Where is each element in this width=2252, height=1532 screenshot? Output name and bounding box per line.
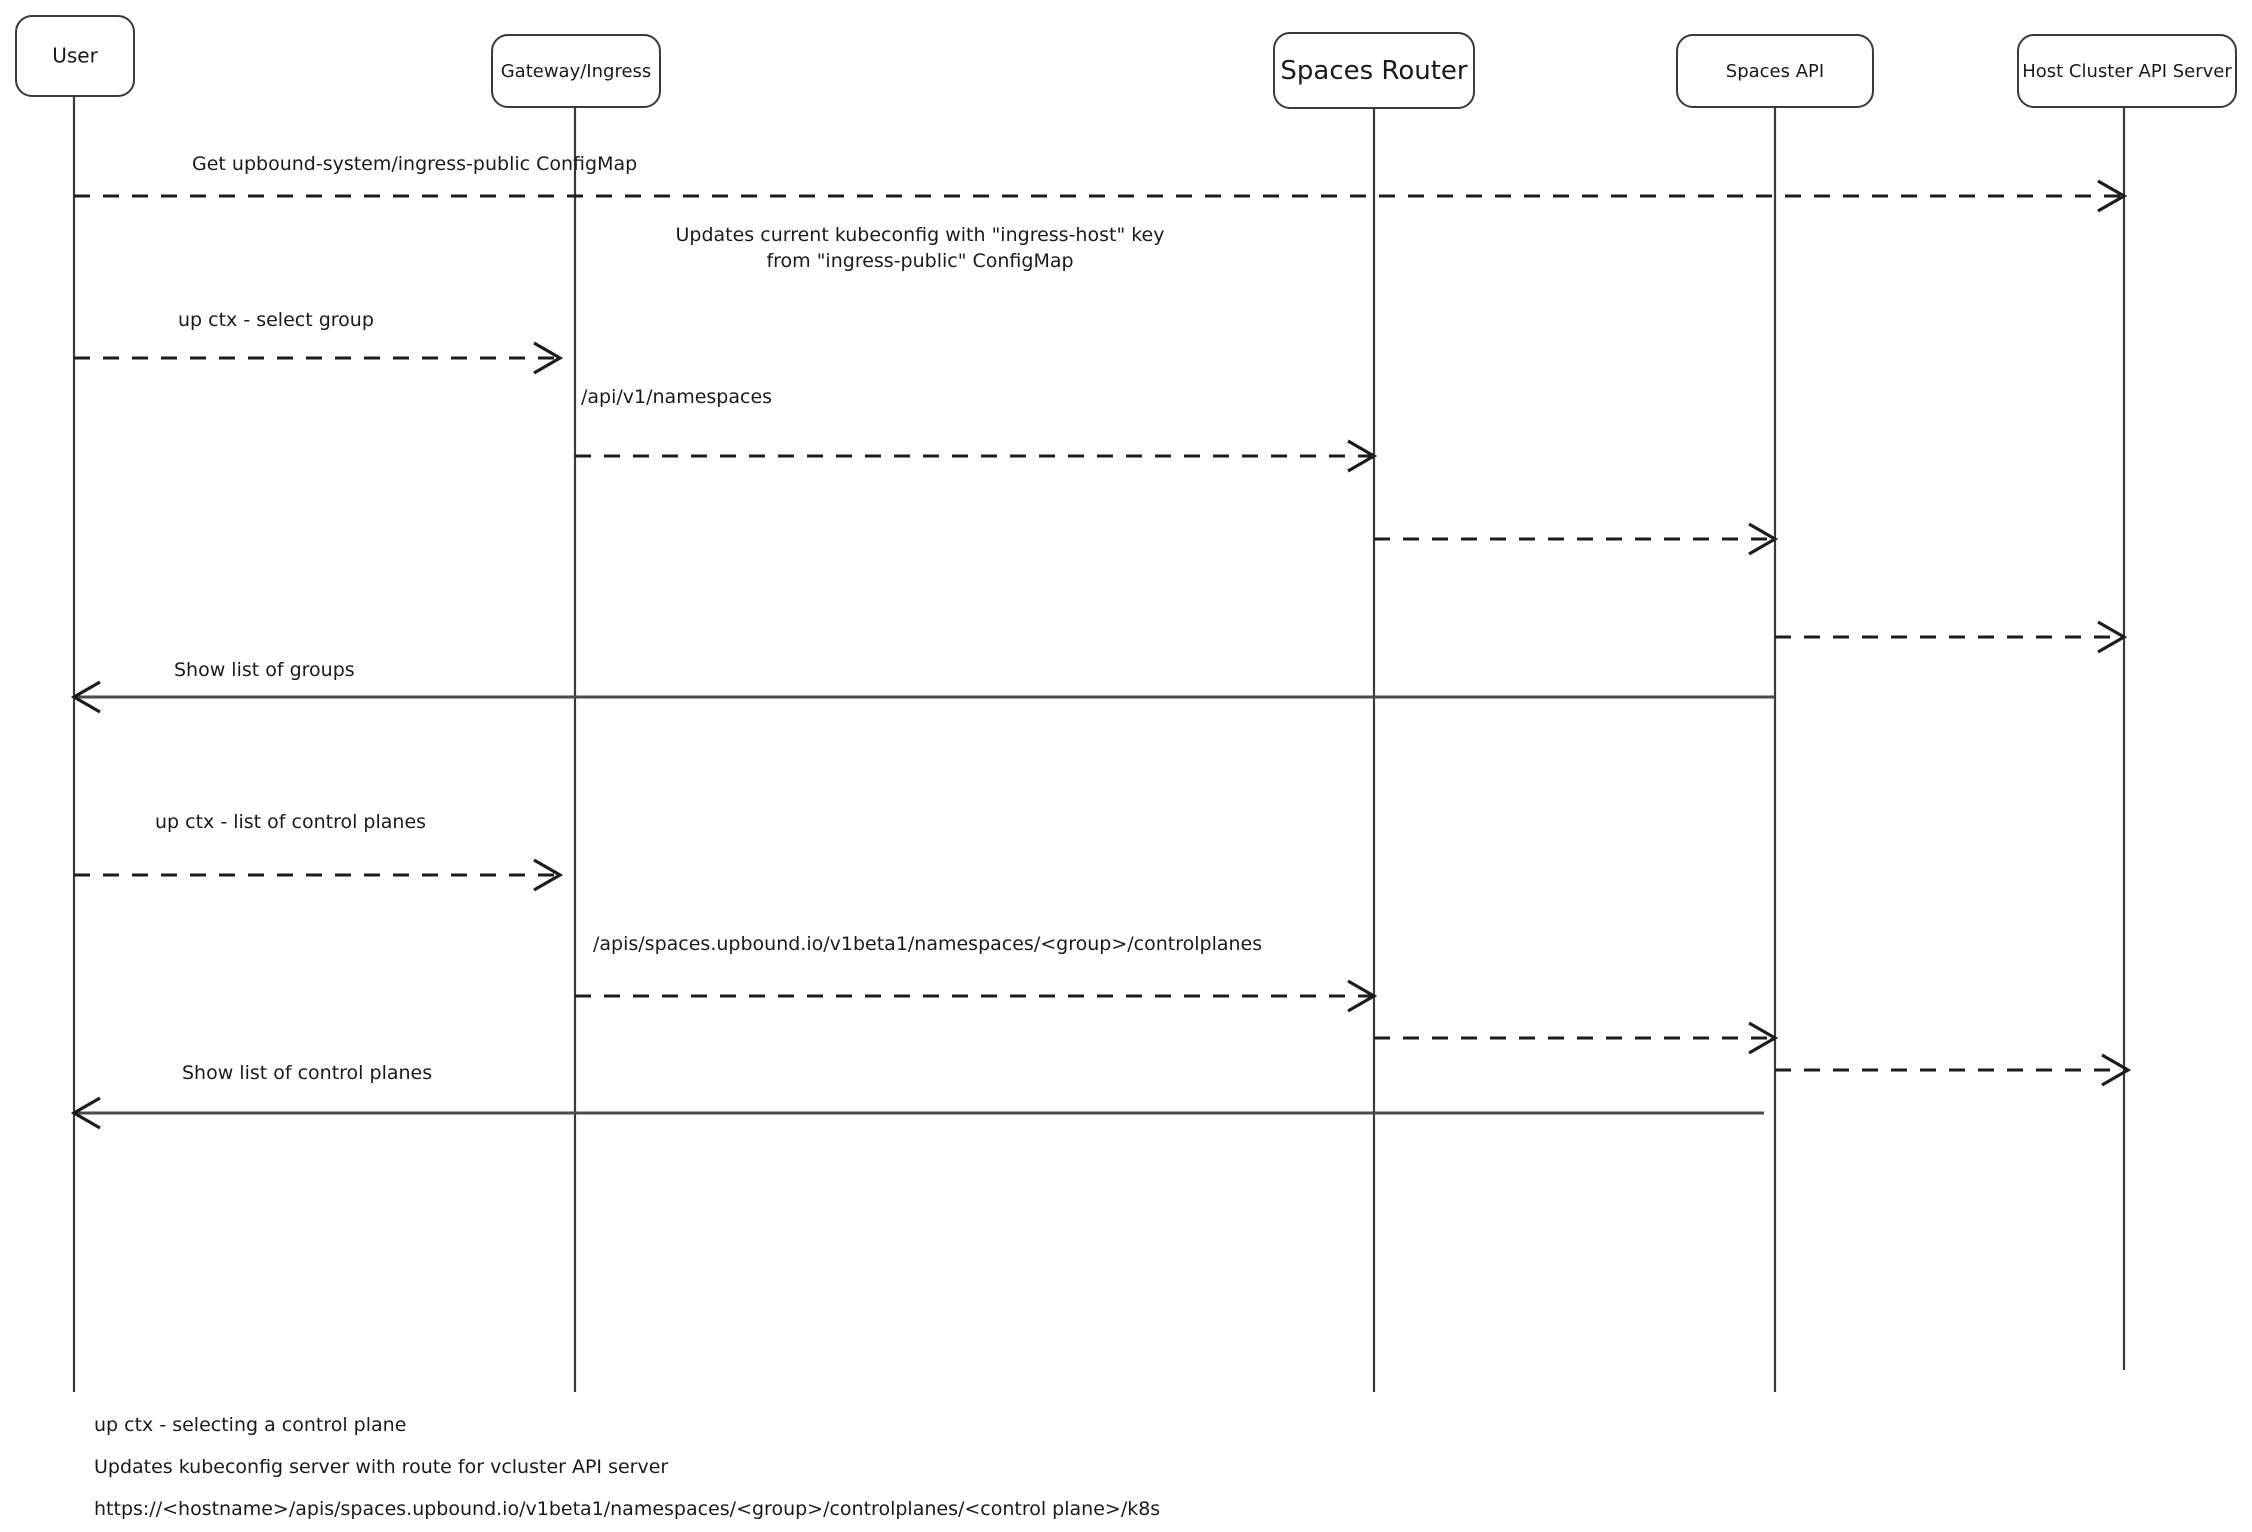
participant-label-gateway: Gateway/Ingress bbox=[501, 61, 652, 82]
message-label-m3: /api/v1/namespaces bbox=[581, 386, 772, 408]
message-m7[interactable]: up ctx - list of control planes bbox=[74, 811, 564, 892]
participant-box-spaces-api bbox=[1676, 34, 1874, 108]
message-label-m2: up ctx - select group bbox=[178, 309, 374, 331]
arrowhead-m11 bbox=[70, 1096, 101, 1130]
message-m2[interactable]: up ctx - select group bbox=[74, 309, 564, 375]
participant-label-host-cluster: Host Cluster API Server bbox=[2022, 61, 2232, 82]
participant-host-cluster[interactable]: Host Cluster API Server bbox=[2017, 34, 2237, 108]
message-label-m6: Show list of groups bbox=[174, 659, 355, 681]
arrowhead-m8 bbox=[1347, 979, 1378, 1013]
message-label-m1: Get upbound-system/ingress-public Config… bbox=[192, 153, 637, 175]
participant-user[interactable]: User bbox=[15, 15, 135, 97]
participant-spaces-router[interactable]: Spaces Router bbox=[1273, 32, 1475, 109]
messages-layer: Get upbound-system/ingress-public Config… bbox=[70, 153, 2132, 1130]
participant-box-spaces-router bbox=[1273, 32, 1475, 109]
message-m11[interactable]: Show list of control planes bbox=[70, 1062, 1764, 1130]
participant-gateway[interactable]: Gateway/Ingress bbox=[491, 34, 661, 108]
notes-layer: Updates current kubeconfig with "ingress… bbox=[676, 224, 1165, 272]
footer-1: up ctx - selecting a control plane bbox=[94, 1414, 406, 1436]
message-m9[interactable] bbox=[1374, 1021, 1779, 1055]
message-label-m11: Show list of control planes bbox=[182, 1062, 432, 1084]
note-line: Updates current kubeconfig with "ingress… bbox=[676, 224, 1165, 246]
arrowhead-m5 bbox=[2097, 620, 2128, 654]
participant-label-spaces-api: Spaces API bbox=[1726, 61, 1824, 82]
note-note-kubeconfig: Updates current kubeconfig with "ingress… bbox=[676, 224, 1165, 272]
arrowhead-m1 bbox=[2097, 179, 2128, 213]
message-label-m7: up ctx - list of control planes bbox=[155, 811, 426, 833]
arrowhead-m7 bbox=[533, 858, 564, 892]
arrowhead-m9 bbox=[1748, 1021, 1779, 1055]
participant-box-gateway bbox=[491, 34, 661, 108]
message-m6[interactable]: Show list of groups bbox=[70, 659, 1775, 714]
arrowhead-m3 bbox=[1347, 439, 1378, 473]
footer-2: Updates kubeconfig server with route for… bbox=[94, 1456, 668, 1478]
participant-box-host-cluster bbox=[2017, 34, 2237, 108]
message-m5[interactable] bbox=[1775, 620, 2128, 654]
message-m1[interactable]: Get upbound-system/ingress-public Config… bbox=[74, 153, 2128, 213]
participant-box-user bbox=[15, 15, 135, 97]
message-label-m8: /apis/spaces.upbound.io/v1beta1/namespac… bbox=[593, 933, 1262, 955]
message-m10[interactable] bbox=[1775, 1053, 2132, 1087]
message-m4[interactable] bbox=[1374, 522, 1779, 556]
lifelines-layer bbox=[72, 96, 2126, 1392]
note-line: from "ingress-public" ConfigMap bbox=[766, 250, 1073, 272]
arrowhead-m4 bbox=[1748, 522, 1779, 556]
arrowhead-m2 bbox=[533, 341, 564, 375]
participant-label-user: User bbox=[52, 44, 98, 68]
footer-3: https://<hostname>/apis/spaces.upbound.i… bbox=[94, 1498, 1160, 1520]
footer-layer: up ctx - selecting a control planeUpdate… bbox=[94, 1414, 1160, 1520]
arrowhead-m6 bbox=[70, 680, 101, 714]
message-m3[interactable]: /api/v1/namespaces bbox=[575, 386, 1378, 473]
participant-label-spaces-router: Spaces Router bbox=[1280, 56, 1468, 86]
message-m8[interactable]: /apis/spaces.upbound.io/v1beta1/namespac… bbox=[575, 933, 1378, 1013]
arrowhead-m10 bbox=[2101, 1053, 2132, 1087]
participant-spaces-api[interactable]: Spaces API bbox=[1676, 34, 1874, 108]
